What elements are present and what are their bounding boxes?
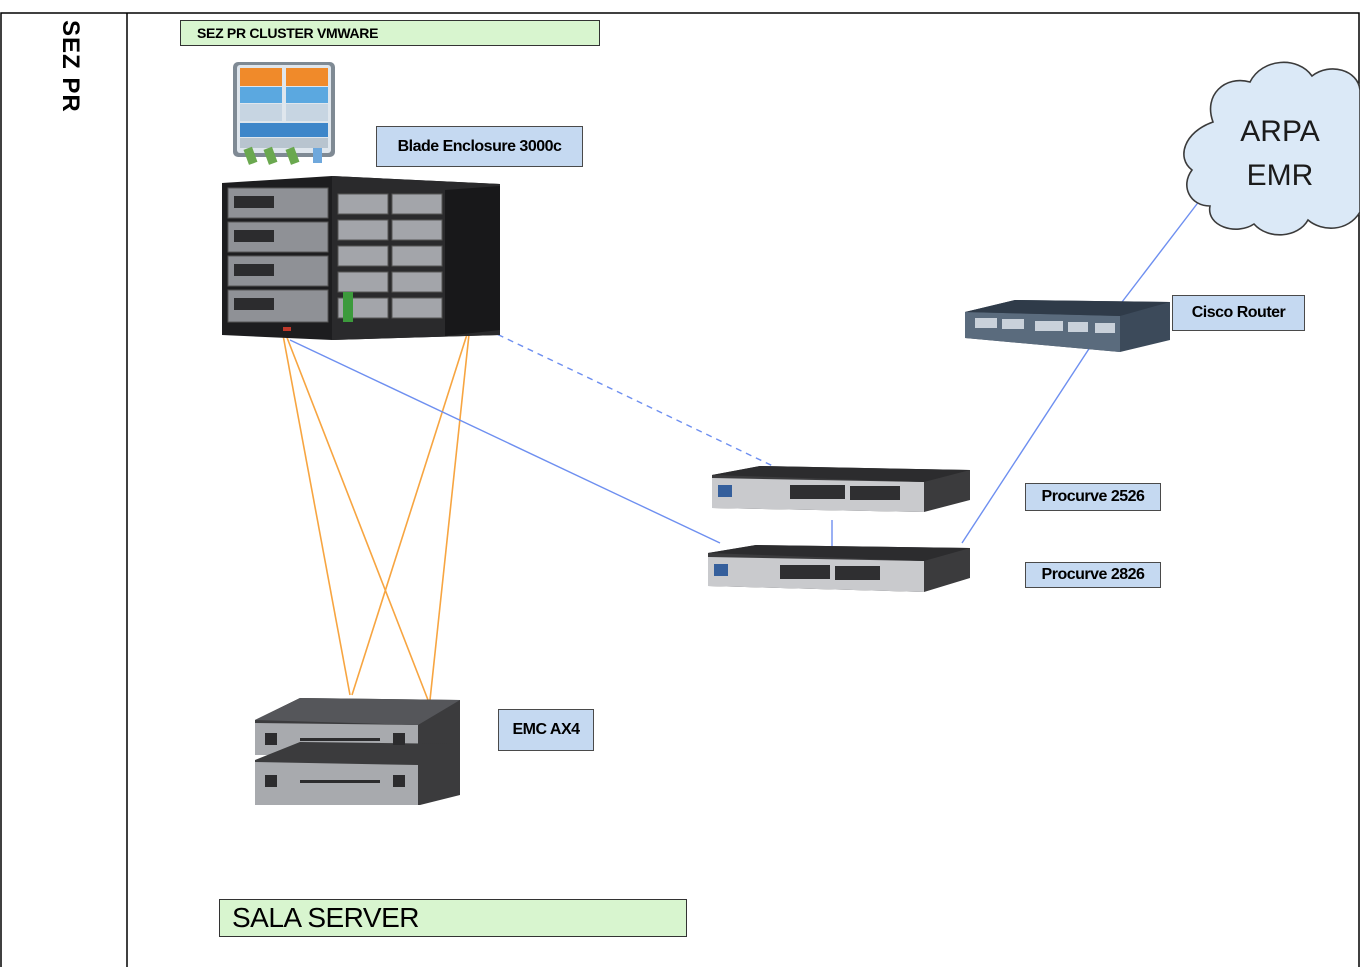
- cloud-line-1: ARPA: [1240, 115, 1320, 148]
- switch-2826-image: [708, 545, 970, 592]
- cloud-label: ARPA EMR: [1220, 110, 1340, 198]
- switch-2526-label-text: Procurve 2526: [1041, 488, 1145, 505]
- section-label: SEZ PR: [57, 20, 84, 113]
- switch-2826-label: Procurve 2826: [1025, 562, 1161, 588]
- storage-label: EMC AX4: [498, 709, 594, 751]
- switch-2526-label: Procurve 2526: [1025, 483, 1161, 511]
- blade-label: Blade Enclosure 3000c: [376, 126, 583, 167]
- router-label: Cisco Router: [1172, 295, 1305, 331]
- cloud-line-2: EMR: [1246, 159, 1314, 192]
- storage-label-text: EMC AX4: [512, 721, 580, 738]
- blade-enclosure-image: [222, 176, 500, 340]
- room-title-text: SALA SERVER: [232, 902, 419, 933]
- ethernet-links: [289, 199, 1201, 546]
- switch-2826-label-text: Procurve 2826: [1041, 566, 1145, 583]
- emc-storage-image: [255, 698, 460, 805]
- vm-stack-icon: [233, 62, 335, 165]
- fc-links: [282, 324, 471, 701]
- switch-2526-image: [712, 466, 970, 512]
- cisco-router-image: [965, 300, 1170, 352]
- cluster-title: SEZ PR CLUSTER VMWARE: [180, 20, 600, 46]
- cloud-shape: [1183, 61, 1360, 236]
- room-title: SALA SERVER: [219, 899, 687, 937]
- cluster-title-text: SEZ PR CLUSTER VMWARE: [197, 25, 379, 41]
- blade-label-text: Blade Enclosure 3000c: [397, 137, 562, 155]
- router-label-text: Cisco Router: [1191, 304, 1286, 321]
